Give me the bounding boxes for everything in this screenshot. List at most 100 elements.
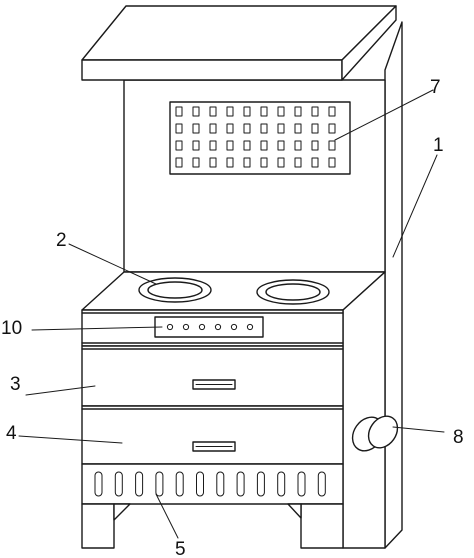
vent-slot (311, 106, 319, 117)
panel-knob[interactable] (246, 323, 254, 331)
callout-2: 2 (56, 230, 67, 251)
foot-right-bevel (287, 503, 302, 519)
leader-7 (334, 89, 434, 141)
vent-slot-grid (175, 106, 336, 168)
canopy-side-face (341, 5, 397, 81)
vent-slot (192, 140, 200, 151)
vent-slot (209, 123, 217, 134)
vent-slot (294, 106, 302, 117)
vent-slot (294, 123, 302, 134)
base-vent-slots (94, 471, 326, 497)
control-panel (154, 316, 264, 338)
callout-3: 3 (10, 374, 21, 395)
drawer-lower-front[interactable] (81, 405, 344, 465)
vent-slot (226, 106, 234, 117)
panel-knob[interactable] (230, 323, 238, 331)
vent-slot (311, 157, 319, 168)
leader-lines (18, 89, 445, 539)
base-vent-strip (81, 463, 344, 505)
base-vent-slot (114, 471, 123, 497)
base-vent-slot (236, 471, 245, 497)
vent-slot (277, 140, 285, 151)
side-knob[interactable] (346, 411, 403, 457)
burner-left (138, 277, 212, 303)
top-canopy (81, 5, 397, 81)
vent-slot (243, 106, 251, 117)
base-vent-slot (175, 471, 184, 497)
drawer-upper[interactable] (81, 345, 344, 407)
drawer-lower[interactable] (81, 405, 344, 465)
leader-3 (25, 385, 96, 396)
burner-right (256, 279, 330, 305)
leader-1 (392, 154, 438, 258)
base-vent-slot (317, 471, 326, 497)
vent-slot (175, 106, 183, 117)
vent-slot (243, 157, 251, 168)
vent-slot (294, 157, 302, 168)
vent-slot (209, 106, 217, 117)
side-panel (384, 21, 403, 549)
drawer-upper-front[interactable] (81, 345, 344, 407)
vent-slot (294, 140, 302, 151)
foot-right (300, 503, 344, 549)
vent-slot (192, 123, 200, 134)
vent-slot (175, 140, 183, 151)
vent-slot (260, 106, 268, 117)
callout-labels: 7 1 2 10 3 4 8 5 (1, 77, 464, 558)
vent-slot (243, 123, 251, 134)
vent-slot (328, 157, 336, 168)
vent-slot (192, 106, 200, 117)
vent-slot (209, 157, 217, 168)
vent-slot (175, 123, 183, 134)
vent-slot (192, 157, 200, 168)
vent-slot (175, 157, 183, 168)
feet (81, 503, 344, 549)
leader-8 (392, 426, 445, 433)
leader-4 (18, 435, 123, 444)
vent-slot (226, 157, 234, 168)
base-vent-slot (155, 471, 164, 497)
base-vent-slot (216, 471, 225, 497)
callout-7: 7 (430, 77, 441, 98)
base-vent-slot (135, 471, 144, 497)
callout-1: 1 (433, 135, 444, 156)
panel-knob[interactable] (198, 323, 206, 331)
leader-5 (155, 493, 179, 539)
base-vent-slot (297, 471, 306, 497)
leader-2 (68, 243, 157, 285)
vent-frame (169, 101, 351, 175)
base-vent-slot (277, 471, 286, 497)
counter-top-face (81, 271, 386, 311)
panel-knob[interactable] (182, 323, 190, 331)
base-vent-slot (256, 471, 265, 497)
counter-side-face (342, 271, 386, 549)
leader-10 (31, 326, 163, 331)
callout-10: 10 (1, 318, 22, 339)
panel-knob[interactable] (166, 323, 174, 331)
side-knob-front[interactable] (363, 411, 404, 454)
foot-left (81, 503, 115, 549)
vent-slot (260, 157, 268, 168)
vent-slot (328, 106, 336, 117)
vent-slot (260, 123, 268, 134)
base-vent-slot (196, 471, 204, 497)
vent-slot (328, 140, 336, 151)
vent-slot (260, 140, 268, 151)
vent-slot (277, 123, 285, 134)
vent-slot (277, 157, 285, 168)
front-body (81, 309, 344, 549)
callout-8: 8 (453, 427, 464, 448)
canopy-top-face (81, 5, 397, 61)
burner-left-inner (147, 281, 203, 299)
vent-slot (226, 140, 234, 151)
callout-4: 4 (6, 423, 17, 444)
callout-5: 5 (175, 539, 186, 558)
vent-slot (243, 140, 251, 151)
canopy-front-face (81, 59, 343, 81)
vent-slot (328, 123, 336, 134)
panel-knob[interactable] (214, 323, 222, 331)
base-vent-slot (94, 471, 103, 497)
vent-slot (226, 123, 234, 134)
vent-slot (209, 140, 217, 151)
